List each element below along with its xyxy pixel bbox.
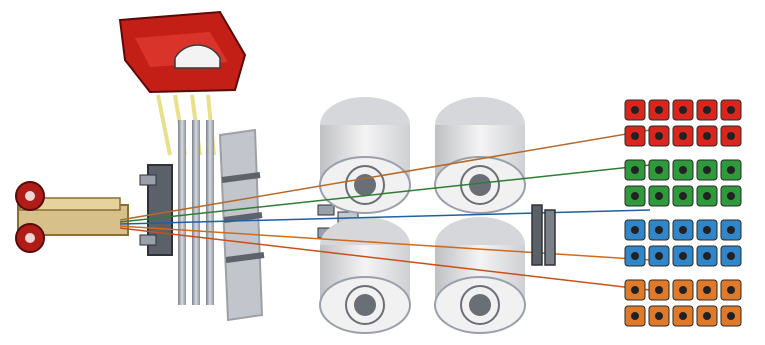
creel-bobbin xyxy=(721,246,741,266)
creel-bobbin xyxy=(697,186,717,206)
creel-bobbin xyxy=(625,100,645,120)
creel-bobbin xyxy=(673,246,693,266)
creel-bobbin xyxy=(649,280,669,300)
roller-bottom-left xyxy=(320,217,410,333)
nip-comb xyxy=(532,205,555,265)
creel-bobbins xyxy=(625,100,741,326)
creel-bobbin xyxy=(697,306,717,326)
resin-applicator xyxy=(120,12,245,92)
roller-top-right xyxy=(435,97,525,213)
output-spools xyxy=(16,182,128,252)
creel-bobbin xyxy=(649,160,669,180)
creel-bobbin xyxy=(673,186,693,206)
creel-bobbin xyxy=(625,280,645,300)
creel-bobbin xyxy=(721,126,741,146)
creel-bobbin xyxy=(649,246,669,266)
creel-bobbin xyxy=(697,280,717,300)
spool-top-core xyxy=(25,191,35,201)
creel-bobbin xyxy=(625,126,645,146)
creel-bobbin xyxy=(673,100,693,120)
creel-bobbin xyxy=(697,220,717,240)
creel-bobbin xyxy=(721,280,741,300)
creel-bobbin xyxy=(673,160,693,180)
creel-bobbin xyxy=(697,100,717,120)
roller-bottom-right xyxy=(435,217,525,333)
creel-bobbin xyxy=(673,306,693,326)
creel-bobbin xyxy=(649,186,669,206)
creel-bobbin xyxy=(697,246,717,266)
creel-bobbin xyxy=(625,246,645,266)
creel-bobbin xyxy=(721,100,741,120)
creel-bobbin xyxy=(721,306,741,326)
creel-bobbin xyxy=(649,100,669,120)
creel-bobbin xyxy=(697,126,717,146)
creel-bobbin xyxy=(673,280,693,300)
creel-bobbin xyxy=(673,126,693,146)
creel-bobbin xyxy=(721,220,741,240)
creel-bobbin xyxy=(697,160,717,180)
creel-bobbin xyxy=(625,160,645,180)
creel-bobbin xyxy=(721,186,741,206)
creel-bobbin xyxy=(625,306,645,326)
creel-bobbin xyxy=(649,126,669,146)
comb-guide xyxy=(140,165,172,255)
creel-bobbin xyxy=(721,160,741,180)
creel-bobbin xyxy=(673,220,693,240)
creel-bobbin xyxy=(625,186,645,206)
spool-bottom-core xyxy=(25,233,35,243)
creel-bobbin xyxy=(649,306,669,326)
grid-frame xyxy=(220,130,264,320)
creel-bobbin xyxy=(649,220,669,240)
creel-bobbin xyxy=(625,220,645,240)
